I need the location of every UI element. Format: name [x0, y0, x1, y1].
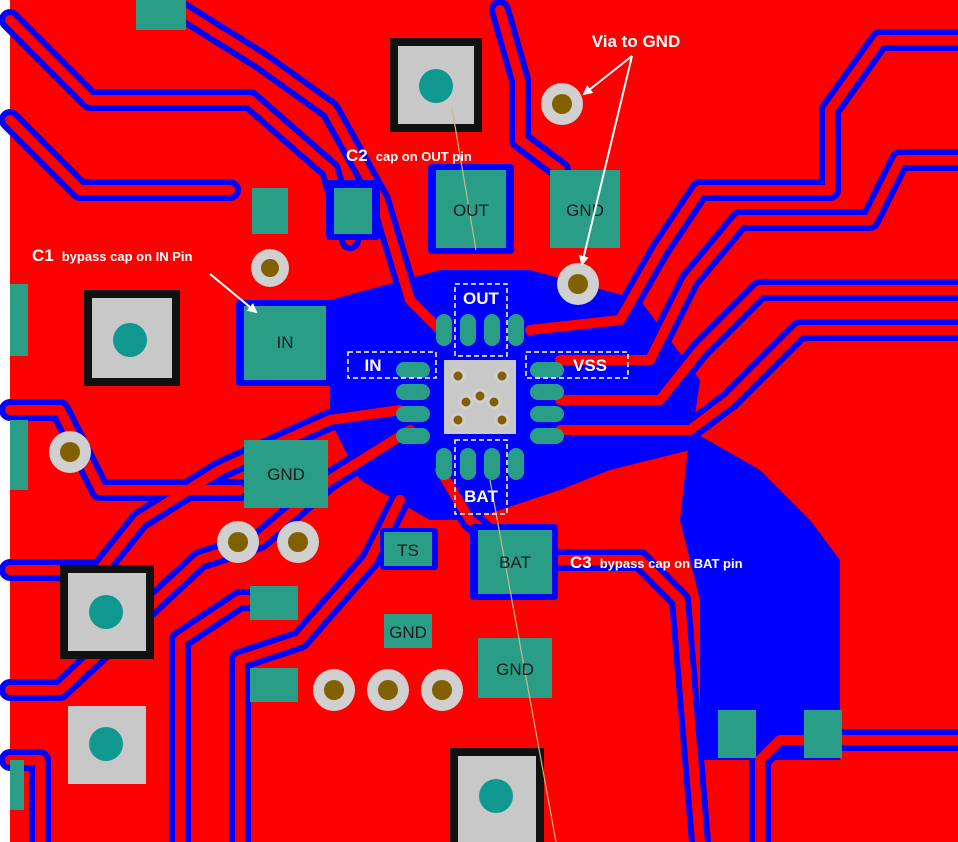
pin-label-bat: BAT — [464, 487, 498, 506]
vias — [49, 83, 599, 711]
pad-out — [436, 170, 506, 248]
pad-gnd-top — [550, 170, 620, 248]
outline-bat — [454, 439, 508, 515]
annotation-via-to-gnd: Via to GND — [592, 32, 680, 51]
ic-package — [396, 314, 564, 480]
outline-in — [347, 351, 437, 379]
pad-label-gnd-left: GND — [267, 465, 305, 484]
board-edge-left — [0, 0, 10, 842]
annotation-c2-desc: cap on OUT pin — [376, 149, 472, 164]
annotation-c1-ref: C1 — [32, 246, 54, 265]
via-bottom-c — [421, 669, 463, 711]
pad-label-bat: BAT — [499, 553, 531, 572]
annotation-c3: C3 bypass cap on BAT pin — [570, 553, 743, 572]
right-lower-pour — [680, 430, 840, 760]
pad-label-gnd-top: GND — [566, 201, 604, 220]
annotation-c3-desc: bypass cap on BAT pin — [600, 556, 743, 571]
pad-gnd-small — [384, 614, 432, 648]
via-gnd-mid — [557, 263, 599, 305]
outline-out — [454, 283, 508, 357]
pad-label-gnd-bottom: GND — [496, 660, 534, 679]
pad-gnd-bottom — [478, 638, 552, 698]
via-bottom-b — [367, 669, 409, 711]
pad-edge-b — [10, 420, 28, 490]
annotation-c1: C1 bypass cap on IN Pin — [32, 246, 193, 265]
pad-small-d — [250, 668, 298, 702]
pad-label-ts: TS — [397, 541, 419, 560]
pad-small-c — [250, 586, 298, 620]
annotation-arrows — [209, 55, 633, 314]
pad-edge-a — [10, 284, 28, 356]
pad-small-f — [804, 710, 842, 758]
pad-small-a — [252, 188, 288, 234]
pad-gnd-left — [244, 440, 328, 508]
via-gnd-top — [541, 83, 583, 125]
pad-small-e — [718, 710, 756, 758]
annotation-c3-ref: C3 — [570, 553, 592, 572]
via-bottom-a — [313, 669, 355, 711]
pad-edge-c — [10, 760, 24, 810]
via-left — [49, 431, 91, 473]
pin-label-vss: VSS — [573, 356, 607, 375]
ratsnest — [451, 107, 557, 842]
pad-ts — [384, 532, 432, 566]
smd-pads — [10, 170, 842, 810]
pad-label-in: IN — [277, 333, 294, 352]
outline-vss — [525, 351, 629, 379]
annotation-c1-desc: bypass cap on IN Pin — [62, 249, 193, 264]
annotation-c2-ref: C2 — [346, 146, 368, 165]
pin-label-out: OUT — [463, 289, 500, 308]
via-in — [251, 249, 289, 287]
through-hole-pads — [60, 0, 544, 842]
pin-label-in: IN — [365, 356, 382, 375]
via-gnd-a — [217, 521, 259, 563]
pad-in — [244, 306, 326, 380]
pad-bat — [478, 530, 552, 594]
pin-group-outlines — [347, 283, 629, 515]
annotation-c2: C2 cap on OUT pin — [346, 146, 472, 165]
pad-label-gnd-small: GND — [389, 623, 427, 642]
pad-label-out: OUT — [453, 201, 489, 220]
pad-small-b — [334, 188, 372, 234]
via-gnd-b — [277, 521, 319, 563]
